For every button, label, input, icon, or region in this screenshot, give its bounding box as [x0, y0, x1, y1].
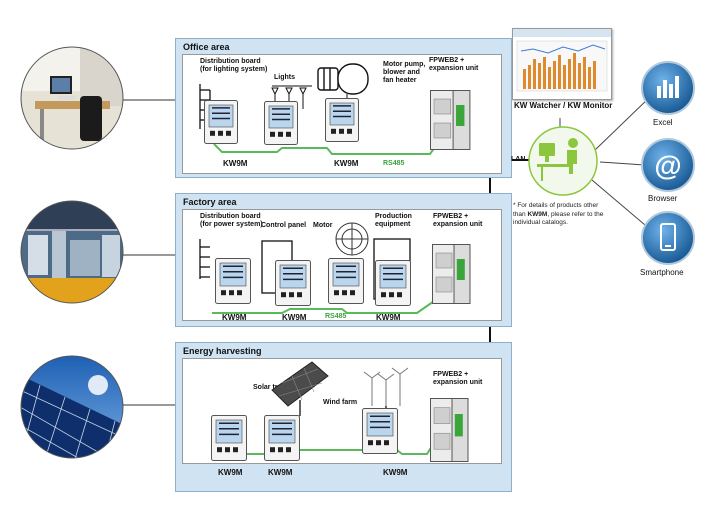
factory-kw9m-meter-2 [275, 260, 311, 306]
office-kw9m-meter-1 [204, 100, 238, 144]
catalog-note-bold: KW9M [527, 210, 548, 218]
kw9m-meter-icon [264, 101, 298, 145]
kw9m-meter-icon [275, 260, 311, 306]
browser-connector [599, 161, 646, 166]
solar-panel-photo [20, 355, 124, 459]
factory-fpweb2-unit [432, 244, 472, 304]
office-kw9m-meter-3 [325, 98, 359, 142]
kw9m-meter-icon [211, 415, 247, 461]
kw9m-meter-icon [215, 258, 251, 304]
factory-rs485-label: RS485 [325, 313, 347, 320]
energy-area-title: Energy harvesting [183, 346, 262, 356]
energy-kw9m-meter-2 [264, 415, 300, 461]
factory-distribution-board-label: Distribution board (for power system) [200, 213, 263, 228]
energy-kw9m-label-3: KW9M [383, 468, 408, 477]
factory-kw9m-meter-1 [215, 258, 251, 304]
kw-watcher-title: KW Watcher / KW Monitor [514, 101, 613, 110]
catalog-note-suffix: , please refer to the individual catalog… [513, 210, 604, 227]
office-motor-pump-label: Motor pump, blower and fan heater [383, 61, 426, 84]
kw9m-meter-icon [264, 415, 300, 461]
catalog-note: * For details of products other than KW9… [513, 202, 608, 228]
factory-kw9m-label-3: KW9M [376, 313, 401, 322]
excel-connector [594, 96, 651, 151]
energy-kw9m-meter-1 [211, 415, 247, 461]
office-area-title: Office area [183, 42, 230, 52]
kw9m-meter-icon [362, 408, 398, 454]
lan-label: LAN [511, 156, 526, 163]
bar-chart-icon [657, 76, 679, 98]
factory-production-label: Production equipment [375, 213, 412, 228]
solar-tracker-label: Solar tracker [253, 384, 296, 391]
energy-kw9m-label-1: KW9M [218, 468, 243, 477]
factory-photo [20, 200, 124, 304]
kw9m-meter-icon [375, 260, 411, 306]
excel-bubble[interactable] [640, 60, 696, 116]
smartphone-icon [660, 223, 676, 251]
office-lights-label: Lights [274, 74, 295, 81]
kw9m-meter-icon [325, 98, 359, 142]
fpweb2-unit-icon [430, 90, 471, 150]
factory-kw9m-meter-4 [375, 260, 411, 306]
factory-control-panel-label: Control panel [261, 222, 307, 229]
kw9m-meter-icon [204, 100, 238, 144]
factory-kw9m-meter-3 [328, 258, 364, 304]
office-photo [20, 46, 124, 150]
energy-fpweb2-unit [430, 398, 470, 462]
user-workstation-icon [528, 126, 598, 196]
kw9m-meter-icon [328, 258, 364, 304]
fpweb2-unit-icon [432, 244, 471, 304]
factory-area-title: Factory area [183, 197, 237, 207]
catalog-note-prefix: * For details of products other than [513, 202, 599, 218]
energy-fpweb2-label: FPWEB2 + expansion unit [433, 371, 483, 386]
office-fpweb2-label: FPWEB2 + expansion unit [429, 57, 479, 72]
excel-label: Excel [653, 118, 673, 127]
energy-kw9m-meter-3 [362, 408, 398, 454]
factory-kw9m-label-2: KW9M [282, 313, 307, 322]
smartphone-connector [591, 179, 646, 226]
office-kw9m-meter-2 [264, 101, 298, 145]
office-rs485-label: RS485 [383, 160, 405, 167]
smartphone-bubble[interactable] [640, 210, 696, 266]
energy-kw9m-label-2: KW9M [268, 468, 293, 477]
factory-fpweb2-label: FPWEB2 + expansion unit [433, 213, 483, 228]
fpweb2-unit-icon [430, 398, 469, 462]
browser-label: Browser [648, 194, 678, 203]
wind-farm-label: Wind farm [323, 399, 358, 406]
kw-watcher-screenshot [512, 28, 612, 100]
kw-watcher-chart-thumbnail [513, 29, 611, 92]
browser-bubble[interactable]: @ [640, 137, 696, 193]
factory-kw9m-label-1: KW9M [222, 313, 247, 322]
office-distribution-board-label: Distribution board (for lighting system) [200, 58, 268, 73]
factory-motor-label: Motor [313, 222, 333, 229]
smartphone-label: Smartphone [640, 268, 684, 277]
at-sign-icon: @ [654, 150, 681, 181]
office-kw9m-label-1: KW9M [223, 159, 248, 168]
office-fpweb2-unit [430, 90, 472, 150]
office-kw9m-label-2: KW9M [334, 159, 359, 168]
